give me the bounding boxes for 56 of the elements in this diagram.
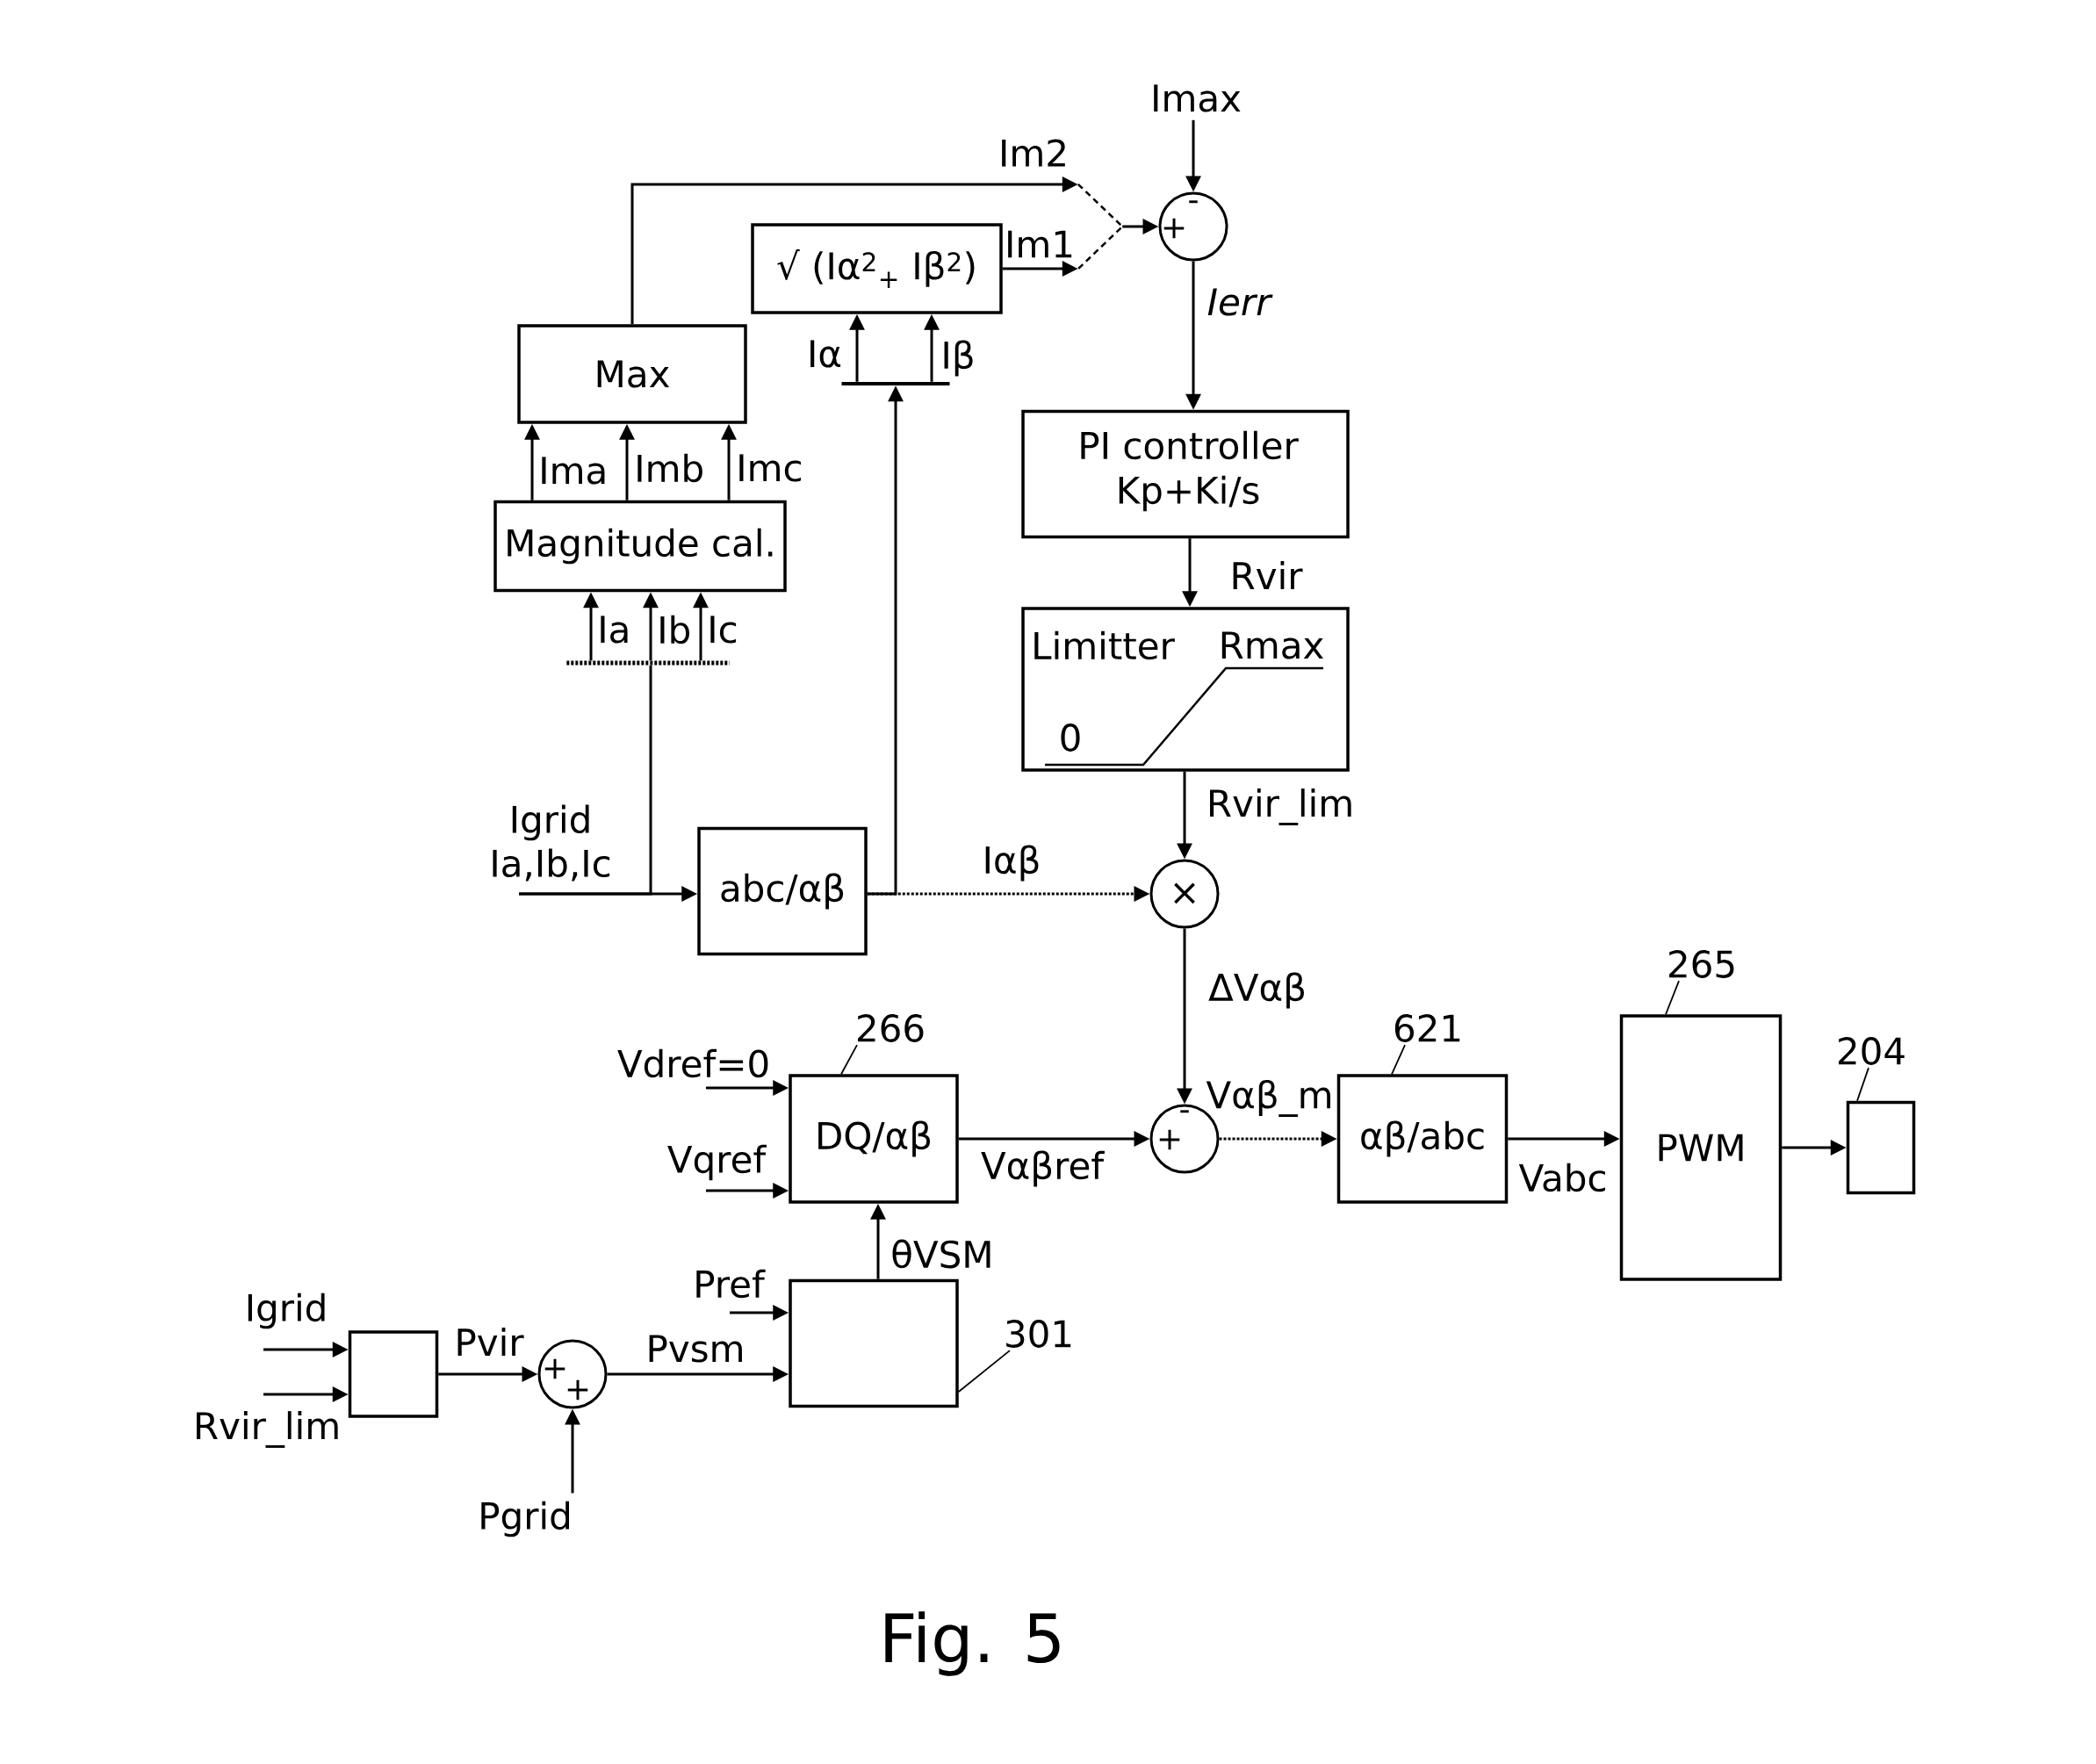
edge-label: Vdref=0 xyxy=(617,1048,768,1078)
edge-label: Igrid xyxy=(248,1292,325,1329)
function-block: Max xyxy=(517,324,747,424)
leader-line xyxy=(840,1044,858,1076)
summing-junction: - + xyxy=(1158,191,1228,262)
edge-label: Iαβ xyxy=(985,845,1039,882)
edge-label: Ia xyxy=(601,616,628,644)
empty-block xyxy=(789,1278,959,1408)
edge-label: Igrid Ia,Ib,Ic xyxy=(493,804,610,882)
function-block: √ (Iα$^{2}$$_{+}$ Iβ$^{2}$) xyxy=(751,223,1003,314)
edge-label: Im1 xyxy=(1008,230,1072,258)
edge-label: Imc xyxy=(739,454,801,482)
edge-label: Vqref xyxy=(667,1144,767,1181)
function-block: PWM xyxy=(1619,1014,1783,1281)
edge-label: Pvsm xyxy=(649,1335,742,1363)
edge-label: Rvir_lim xyxy=(1210,788,1351,825)
edge-label: Imb xyxy=(637,453,702,483)
leader-line xyxy=(1856,1067,1869,1102)
empty-block xyxy=(348,1330,439,1418)
function-block: DQ/αβ xyxy=(789,1074,959,1204)
line xyxy=(519,665,652,896)
edge-label: Im2 xyxy=(1002,139,1065,167)
empty-block xyxy=(1846,1100,1916,1195)
bus-bar xyxy=(841,382,950,385)
edge-label: θVSM xyxy=(892,1239,990,1269)
signal-label: Pgrid xyxy=(481,1501,569,1537)
edge-label: Ib xyxy=(660,615,689,644)
function-block: Magnitude cal. xyxy=(493,500,787,593)
leader-line xyxy=(1665,980,1680,1016)
edge-label: Vabc xyxy=(1518,1163,1605,1192)
function-block: abc/αβ xyxy=(697,826,868,956)
reference-numeral: 266 xyxy=(858,1014,924,1042)
edge-label: Rvir_lim xyxy=(197,1411,338,1448)
edge-label: Vαβref xyxy=(981,1150,1105,1187)
bus-bar xyxy=(566,660,730,666)
signal-label: Imax xyxy=(1154,84,1241,112)
edge-label: Pvir xyxy=(457,1328,524,1356)
edge-label: Rvir xyxy=(1233,561,1303,589)
reference-numeral: 621 xyxy=(1394,1014,1460,1042)
edge-label: Iα xyxy=(810,340,841,368)
limiter-block: Limitter Rmax 0 xyxy=(1021,607,1350,772)
edge-label: ΔVαβ xyxy=(1208,972,1304,1009)
reference-numeral: 265 xyxy=(1669,950,1734,978)
function-block: PI controller Kp+Ki/s xyxy=(1021,409,1350,539)
edge-label: Ic xyxy=(710,616,737,644)
leader-line xyxy=(1391,1044,1406,1076)
edge-label: Ima xyxy=(542,457,605,485)
function-block: αβ/abc xyxy=(1336,1074,1509,1204)
edge-label: Pref xyxy=(696,1269,766,1299)
edge-label: Iβ xyxy=(944,340,973,377)
reference-numeral: 301 xyxy=(1006,1320,1071,1348)
caption: Fig. 5 xyxy=(885,1611,1060,1676)
edge-label: Ierr xyxy=(1207,288,1273,316)
leader-line xyxy=(957,1350,1011,1393)
reference-numeral: 204 xyxy=(1839,1037,1905,1065)
summing-junction: + + xyxy=(537,1339,608,1409)
